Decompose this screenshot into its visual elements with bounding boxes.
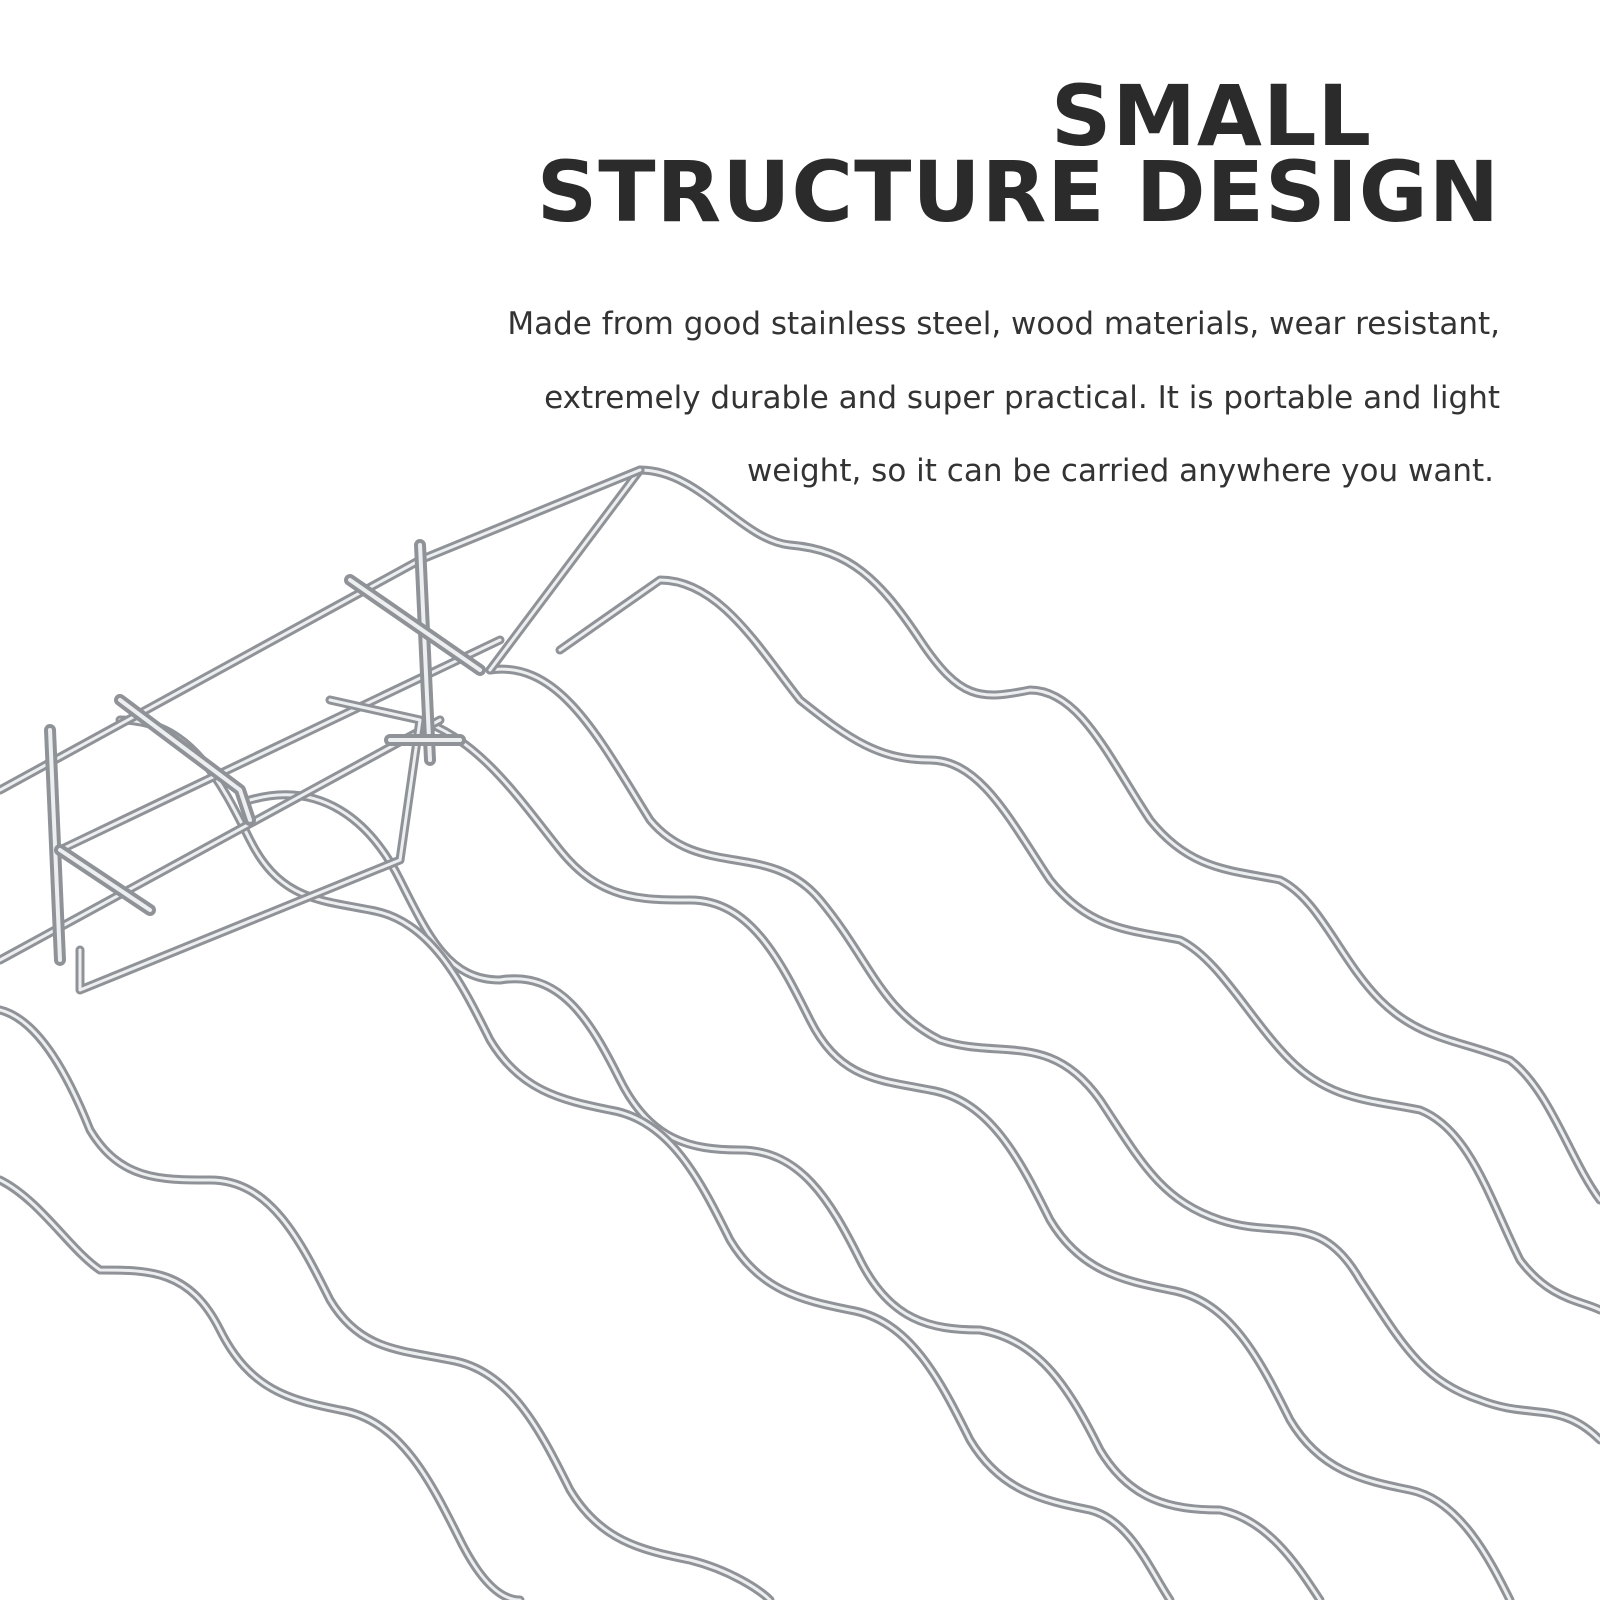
description-line-3: weight, so it can be carried anywhere yo…: [746, 453, 1494, 489]
product-description: Made from good stainless steel, wood mat…: [400, 288, 1500, 509]
wave-rail-lower: [0, 1005, 775, 1600]
wave-rail-middle: [245, 790, 1325, 1600]
wave-rail-second: [555, 575, 1600, 1315]
wave-rail-lower-2: [0, 1175, 525, 1600]
wave-rail-lower-3: [115, 715, 1175, 1600]
headline-line-1: SMALL: [1050, 67, 1372, 165]
wave-rail-upper: [485, 664, 1600, 1445]
headline: SMALL STRUCTURE DESIGN: [400, 67, 1500, 241]
wave-rail-middle-2: [415, 715, 1515, 1600]
rack-frame: [0, 465, 645, 995]
description-line-1: Made from good stainless steel, wood mat…: [507, 306, 1500, 342]
description-line-2: extremely durable and super practical. I…: [544, 379, 1500, 416]
wave-rail-top: [485, 465, 1600, 1205]
headline-line-2: STRUCTURE DESIGN: [536, 143, 1500, 241]
